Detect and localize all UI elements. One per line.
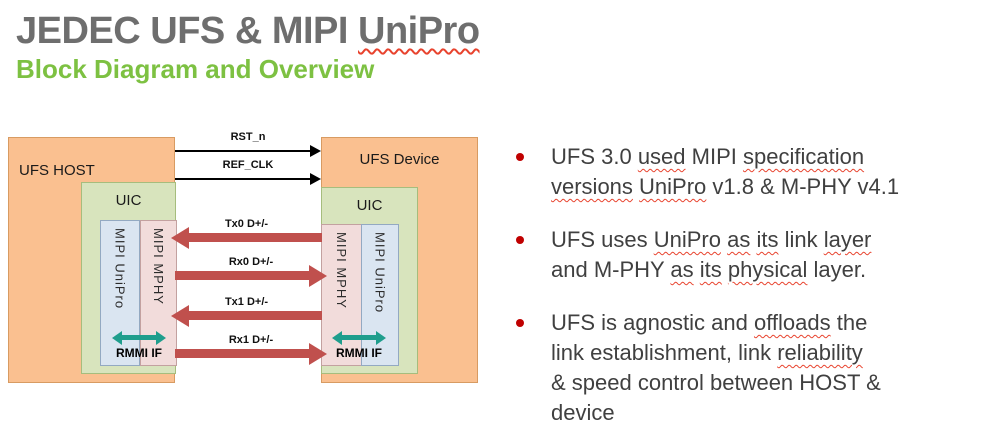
bidirectional-arrow-icon bbox=[332, 330, 386, 345]
device-uic-block: UIC MIPI MPHY MIPI UniPro RMMI IF bbox=[321, 187, 418, 374]
signal-label: Tx1 D+/- bbox=[224, 296, 269, 308]
signal-label: Tx0 D+/- bbox=[224, 218, 269, 230]
bullet-dot-icon bbox=[516, 236, 524, 244]
signal-ref-clk: REF_CLK bbox=[175, 159, 321, 185]
host-rmmi-interface: RMMI IF bbox=[112, 330, 166, 360]
bidirectional-arrow-icon bbox=[112, 330, 166, 345]
left-arrow-icon bbox=[171, 304, 322, 327]
ufs-host-label: UFS HOST bbox=[19, 162, 95, 179]
host-mipi-mphy-label: MIPI MPHY bbox=[151, 228, 166, 305]
signal-tx1-d: Tx1 D+/- bbox=[171, 296, 322, 327]
device-mipi-mphy-label: MIPI MPHY bbox=[334, 232, 349, 309]
device-uic-label: UIC bbox=[356, 197, 383, 214]
signal-rx1-d: Rx1 D+/- bbox=[175, 334, 327, 365]
ufs-host-block: UFS HOST UIC MIPI UniPro MIPI MPHY RMMI … bbox=[8, 137, 177, 383]
device-mipi-unipro-label: MIPI UniPro bbox=[372, 232, 388, 314]
ufs-device-block: UFS Device UIC MIPI MPHY MIPI UniPro RMM… bbox=[321, 137, 478, 383]
right-arrow-icon bbox=[175, 145, 321, 157]
signal-label: Rx1 D+/- bbox=[228, 334, 274, 346]
signal-label: Rx0 D+/- bbox=[228, 256, 274, 268]
ufs-device-label: UFS Device bbox=[359, 151, 440, 168]
device-rmmi-label: RMMI IF bbox=[336, 346, 382, 360]
host-uic-block: UIC MIPI UniPro MIPI MPHY RMMI IF bbox=[81, 182, 177, 374]
device-rmmi-interface: RMMI IF bbox=[332, 330, 386, 360]
host-uic-label: UIC bbox=[115, 192, 142, 209]
bullet-dot-icon bbox=[516, 153, 524, 161]
host-mipi-unipro-label: MIPI UniPro bbox=[112, 228, 128, 310]
title-text: JEDEC UFS & MIPI bbox=[16, 10, 358, 52]
page-subtitle: Block Diagram and Overview bbox=[16, 54, 375, 84]
signal-rst-n: RST_n bbox=[175, 131, 321, 157]
right-arrow-icon bbox=[175, 342, 327, 365]
signal-rx0-d: Rx0 D+/- bbox=[175, 256, 327, 287]
signal-label: RST_n bbox=[230, 131, 266, 143]
signal-label: REF_CLK bbox=[222, 159, 274, 171]
title-unipro-text: UniPro bbox=[358, 10, 480, 52]
page-title: JEDEC UFS & MIPI UniPro bbox=[16, 10, 480, 53]
host-rmmi-label: RMMI IF bbox=[116, 346, 162, 360]
left-arrow-icon bbox=[171, 226, 322, 249]
right-arrow-icon bbox=[175, 264, 327, 287]
bullet-dot-icon bbox=[516, 319, 524, 327]
right-arrow-icon bbox=[175, 173, 321, 185]
signal-tx0-d: Tx0 D+/- bbox=[171, 218, 322, 249]
